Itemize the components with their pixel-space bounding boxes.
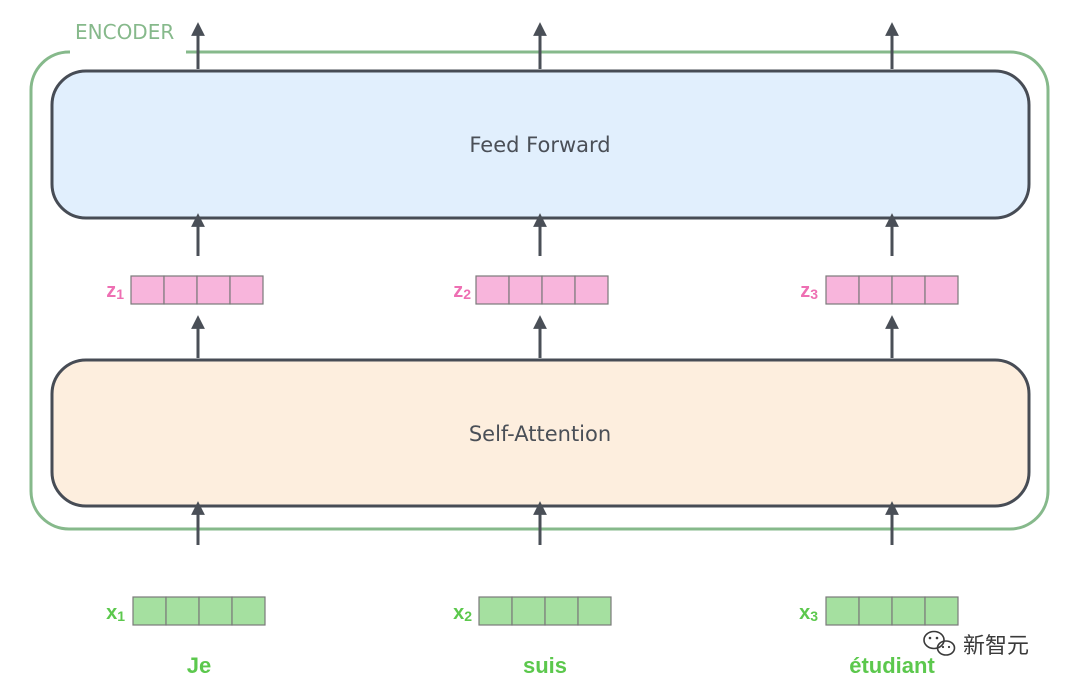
x-vector-cell bbox=[511, 596, 546, 626]
x-vector-cell bbox=[231, 596, 266, 626]
z-vector-cell bbox=[541, 275, 576, 305]
x-vector-cell bbox=[198, 596, 233, 626]
z-vector-cell bbox=[891, 275, 926, 305]
x-vector-cell bbox=[544, 596, 579, 626]
wechat-icon bbox=[923, 630, 956, 656]
z-vector-cell bbox=[858, 275, 893, 305]
x-vector-3: x3 bbox=[799, 596, 959, 626]
x-vector-cell bbox=[165, 596, 200, 626]
z-vector-1: z1 bbox=[106, 275, 264, 305]
x-vector-cell bbox=[858, 596, 893, 626]
x-vector-cell bbox=[577, 596, 612, 626]
x-vector-label: x2 bbox=[453, 602, 472, 624]
x-vector-cell bbox=[924, 596, 959, 626]
x-vector-label: x1 bbox=[106, 602, 125, 624]
z-vector-cell bbox=[475, 275, 510, 305]
z-vector-cell bbox=[130, 275, 165, 305]
word-suis: suis bbox=[523, 653, 567, 678]
z-vector-cell bbox=[574, 275, 609, 305]
word-je: Je bbox=[187, 653, 211, 678]
z-vector-label: z1 bbox=[106, 280, 124, 302]
z-vector-3: z3 bbox=[800, 275, 959, 305]
feed-forward-label: Feed Forward bbox=[469, 133, 610, 157]
x-vector-2: x2 bbox=[453, 596, 612, 626]
x-vector-cell bbox=[891, 596, 926, 626]
z-vector-2: z2 bbox=[453, 275, 609, 305]
watermark: 新智元 bbox=[923, 630, 1029, 659]
x-vector-cell bbox=[132, 596, 167, 626]
x-vector-label: x3 bbox=[799, 602, 818, 624]
z-vector-cell bbox=[196, 275, 231, 305]
z-vector-label: z3 bbox=[800, 280, 818, 302]
z-vector-cell bbox=[924, 275, 959, 305]
z-vector-cell bbox=[229, 275, 264, 305]
arrows bbox=[191, 22, 899, 545]
x-vector-cell bbox=[478, 596, 513, 626]
encoder-label: ENCODER bbox=[75, 20, 174, 44]
word-etudiant: étudiant bbox=[849, 653, 935, 678]
z-vector-cell bbox=[508, 275, 543, 305]
z-vector-cell bbox=[163, 275, 198, 305]
self-attention-label: Self-Attention bbox=[469, 422, 611, 446]
x-vector-cell bbox=[825, 596, 860, 626]
z-vector-cell bbox=[825, 275, 860, 305]
watermark-text: 新智元 bbox=[963, 634, 1029, 659]
z-vector-label: z2 bbox=[453, 280, 471, 302]
x-vector-1: x1 bbox=[106, 596, 266, 626]
